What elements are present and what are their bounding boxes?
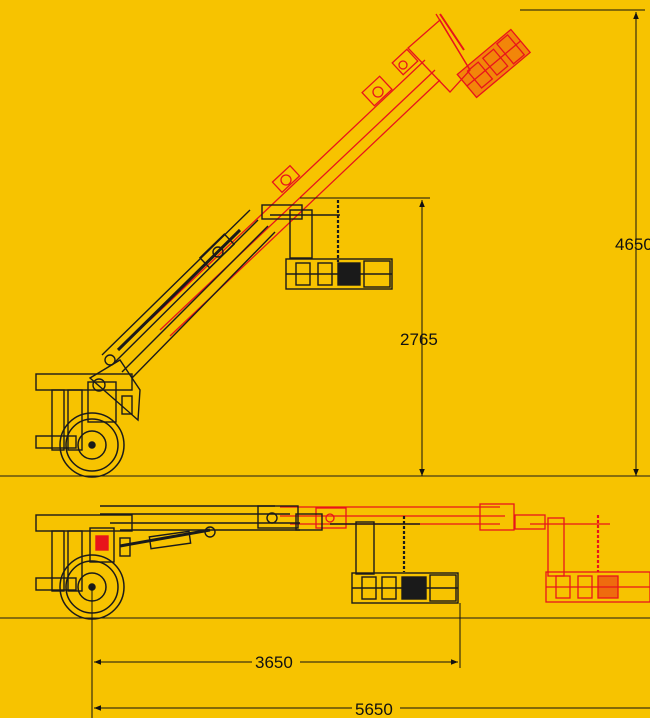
dimension-max-height-label: 4650 [615,235,650,254]
dimension-arm-height [300,197,430,476]
raised-boom-retracted-black [101,200,393,379]
upper-chassis [35,359,141,451]
dimension-reach-long-label: 5650 [355,700,393,718]
raised-boom-extended-red [149,13,532,337]
dimension-max-height [520,9,645,476]
horizontal-boom-extended-red [280,503,650,603]
horizontal-boom-retracted-black [100,505,459,604]
lower-chassis [35,514,133,592]
dimension-arm-height-label: 2765 [400,330,438,349]
upper-wheel [59,412,125,478]
dimension-reach-short-label: 3650 [255,653,293,672]
